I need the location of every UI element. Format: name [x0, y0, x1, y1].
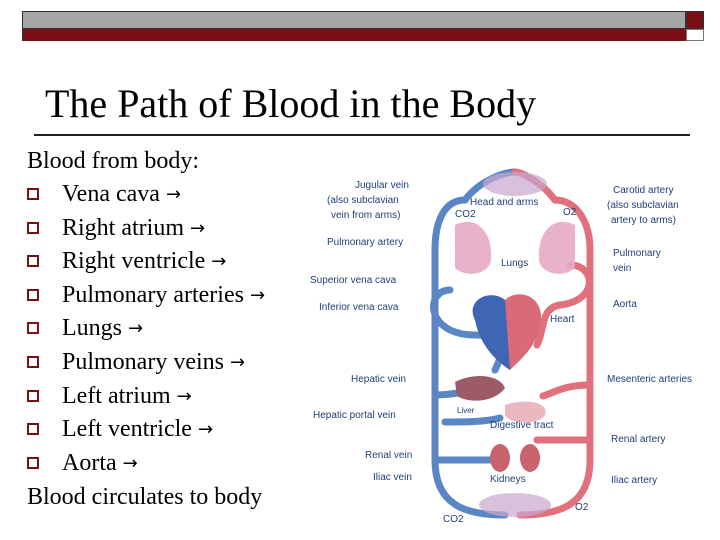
slide-top-bar: [22, 11, 686, 29]
right-arrow-icon: →: [249, 284, 266, 306]
vein-paths: [430, 168, 519, 519]
slide-title: The Path of Blood in the Body: [45, 81, 537, 126]
pulmonary-vein-path: [533, 261, 593, 349]
square-bullet-icon: [27, 456, 39, 469]
label-pulmonary-vein-2: vein: [613, 263, 631, 274]
liver-icon: [455, 376, 505, 401]
label-hepatic-portal-vein: Hepatic portal vein: [313, 410, 396, 421]
right-arrow-icon: →: [128, 318, 144, 340]
circulation-diagram: Jugular vein (also subclavian vein from …: [310, 168, 692, 525]
label-carotid-artery: Carotid artery: [613, 185, 674, 196]
blood-path-list: Vena cava→ Right atrium→ Right ventricle…: [27, 178, 265, 480]
label-digestive-tract: Digestive tract: [490, 420, 554, 431]
list-item: Vena cava→: [27, 178, 265, 212]
label-superior-vena-cava: Superior vena cava: [310, 275, 397, 286]
mesenteric-artery-path: [539, 381, 594, 400]
label-iliac-artery: Iliac artery: [611, 475, 657, 486]
square-bullet-icon: [27, 423, 39, 436]
square-bullet-icon: [27, 288, 39, 301]
conclusion-text: Blood circulates to body: [27, 484, 263, 510]
label-mesenteric-arteries: Mesenteric arteries: [607, 374, 692, 385]
label-o2-top: O2: [563, 207, 577, 218]
slide-corner-square-light: [686, 29, 704, 41]
list-item: Right ventricle→: [27, 245, 265, 279]
kidney-right-icon: [520, 444, 540, 472]
list-item: Pulmonary arteries→: [27, 279, 265, 313]
label-iliac-vein: Iliac vein: [373, 472, 412, 483]
right-arrow-icon: →: [230, 351, 246, 373]
list-item: Pulmonary veins→: [27, 346, 265, 380]
square-bullet-icon: [27, 221, 39, 234]
right-arrow-icon: →: [122, 452, 138, 474]
label-renal-vein: Renal vein: [365, 450, 412, 461]
body-capillary-bed: [479, 493, 551, 517]
hepatic-portal-vein-path: [441, 414, 504, 426]
right-arrow-icon: →: [197, 419, 214, 441]
label-renal-artery: Renal artery: [611, 434, 665, 445]
square-bullet-icon: [27, 188, 39, 200]
label-co2-bottom: CO2: [443, 514, 464, 525]
label-lungs: Lungs: [501, 258, 528, 269]
list-item: Right atrium→: [27, 212, 265, 246]
label-carotid-artery-note-2: artery to arms): [611, 215, 676, 226]
right-arrow-icon: →: [165, 184, 182, 205]
label-o2-bottom: O2: [575, 502, 589, 513]
label-inferior-vena-cava: Inferior vena cava: [319, 302, 399, 313]
label-heart: Heart: [550, 314, 575, 325]
label-jugular-vein-note-2: vein from arms): [331, 210, 400, 221]
square-bullet-icon: [27, 355, 39, 368]
label-carotid-artery-note-1: (also subclavian: [607, 200, 679, 211]
intro-text: Blood from body:: [27, 148, 199, 174]
title-underline: [34, 134, 690, 136]
label-kidneys: Kidneys: [490, 474, 526, 485]
label-co2-top: CO2: [455, 209, 476, 220]
label-head-and-arms: Head and arms: [470, 197, 538, 208]
systemic-artery-loop: [516, 196, 594, 519]
label-pulmonary-vein: Pulmonary: [613, 248, 661, 259]
label-jugular-vein: Jugular vein: [355, 180, 409, 191]
label-liver: Liver: [457, 406, 475, 415]
digestive-tract-icon: [505, 401, 546, 423]
square-bullet-icon: [27, 322, 39, 335]
square-bullet-icon: [27, 255, 39, 268]
right-arrow-icon: →: [190, 217, 206, 239]
list-item: Aorta→: [27, 447, 265, 481]
heart-right-icon: [472, 295, 510, 370]
list-item: Left ventricle→: [27, 413, 265, 447]
list-item: Left atrium→: [27, 380, 265, 414]
left-lung-icon: [455, 221, 492, 274]
label-jugular-vein-note-1: (also subclavian: [327, 195, 399, 206]
kidney-left-icon: [490, 444, 510, 472]
label-aorta: Aorta: [613, 299, 637, 310]
right-lung-icon: [538, 221, 575, 274]
label-hepatic-vein: Hepatic vein: [351, 374, 406, 385]
label-pulmonary-artery: Pulmonary artery: [327, 237, 403, 248]
square-bullet-icon: [27, 389, 39, 402]
slide-corner-square-dark: [686, 11, 704, 29]
right-arrow-icon: →: [211, 251, 227, 273]
slide-top-accent-bar: [22, 29, 686, 41]
right-arrow-icon: →: [176, 385, 192, 407]
head-capillary-bed: [483, 172, 547, 196]
list-item: Lungs→: [27, 312, 265, 346]
